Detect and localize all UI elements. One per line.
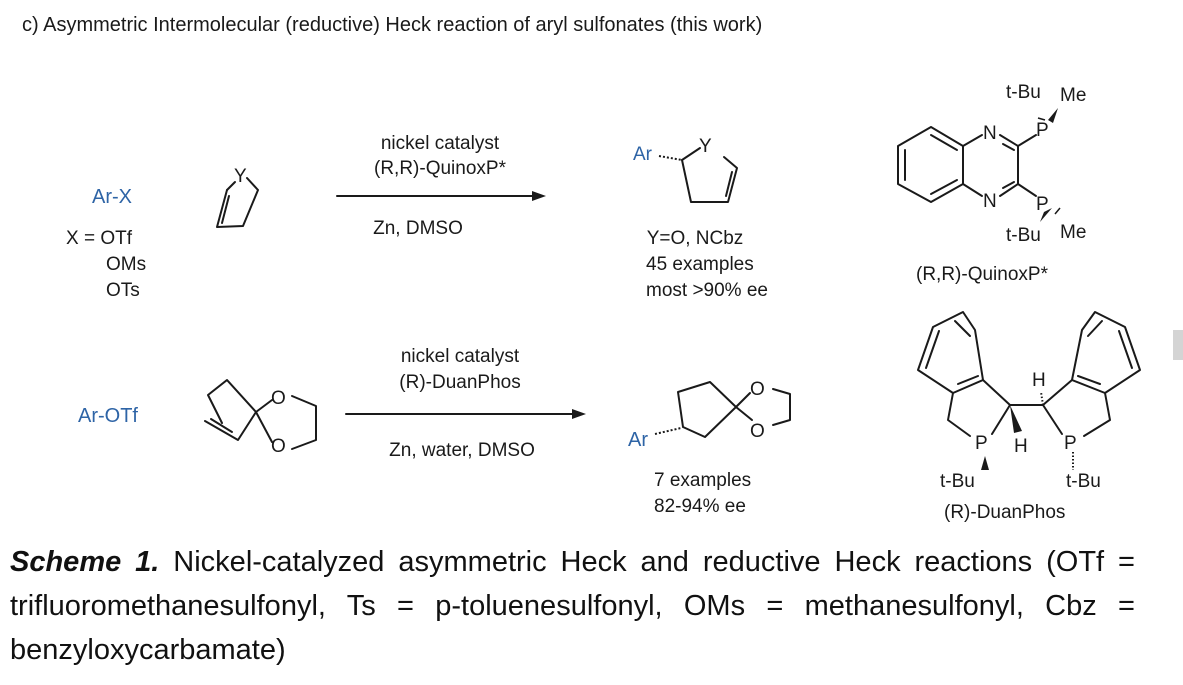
product-note-examples-2: 7 examples [654, 470, 752, 491]
olefin-dihydrofuran: Y [216, 166, 259, 228]
quinox-tbu-top: t-Bu [1006, 82, 1041, 103]
substrate-ar-x: Ar-X [92, 186, 132, 208]
quinox-p1: P [1036, 120, 1049, 141]
duanphos-h-top: H [1032, 370, 1046, 391]
page-edge-marker [1173, 330, 1183, 360]
x-option-oms: OMs [106, 254, 147, 275]
scheme-caption: Scheme 1. Nickel-catalyzed asymmetric He… [10, 540, 1135, 672]
product-o1: O [750, 379, 765, 400]
product-o2: O [750, 421, 765, 442]
duanphos-tbu-left: t-Bu [940, 471, 975, 492]
duanphos-p2: P [1064, 433, 1077, 454]
olefin-y-atom: Y [234, 166, 247, 187]
scheme-heading: c) Asymmetric Intermolecular (reductive)… [22, 14, 763, 36]
product-y-atom: Y [699, 136, 712, 157]
caption-text: Nickel-catalyzed asymmetric Heck and red… [10, 546, 1135, 666]
reagent-ligand-2: (R)-DuanPhos [399, 372, 521, 393]
reaction-arrow-1 [336, 191, 546, 201]
product-note-ee-2: 82-94% ee [654, 496, 746, 517]
caption-label: Scheme 1. [10, 546, 160, 578]
product-dihydrofuran: Ar Y [633, 136, 738, 203]
x-option-ots: OTs [106, 280, 140, 301]
quinox-n2: N [983, 191, 997, 212]
olefin-o1: O [271, 388, 286, 409]
reagent-catalyst-2: nickel catalyst [400, 346, 520, 367]
product-note-ee-1: most >90% ee [646, 280, 768, 301]
reagent-ligand-1: (R,R)-QuinoxP* [374, 158, 506, 179]
olefin-spiroketal: O O [204, 379, 317, 457]
duanphos-structure: P P H H t-Bu t-Bu [917, 311, 1141, 492]
reagent-conditions-2: Zn, water, DMSO [389, 440, 535, 461]
quinox-tbu-bottom: t-Bu [1006, 225, 1041, 246]
substrate-ar-otf: Ar-OTf [78, 405, 138, 427]
quinox-p2: P [1036, 194, 1049, 215]
olefin-o2: O [271, 436, 286, 457]
reaction-arrow-2 [345, 409, 586, 419]
quinox-me-top: Me [1060, 85, 1086, 106]
product-spiroketal: O O Ar [628, 379, 791, 451]
reagent-catalyst-1: nickel catalyst [380, 133, 500, 154]
product-aryl-1: Ar [633, 144, 653, 165]
ligand-name-duanphos: (R)-DuanPhos [944, 502, 1066, 523]
x-option-otf: X = OTf [66, 228, 132, 249]
reagent-conditions-1: Zn, DMSO [373, 218, 463, 239]
duanphos-tbu-right: t-Bu [1066, 471, 1101, 492]
quinox-n1: N [983, 123, 997, 144]
quinox-me-bottom: Me [1060, 222, 1086, 243]
duanphos-h-bottom: H [1014, 436, 1028, 457]
ligand-name-quinoxp: (R,R)-QuinoxP* [916, 264, 1048, 285]
product-note-examples-1: 45 examples [646, 254, 754, 275]
scheme-structures: Y Ar Y N N P P t-Bu Me [204, 82, 1141, 492]
quinoxp-structure: N N P P t-Bu Me t-Bu Me [897, 82, 1086, 246]
duanphos-p1: P [975, 433, 988, 454]
product-aryl-2: Ar [628, 429, 648, 451]
product-note-y: Y=O, NCbz [646, 228, 744, 249]
